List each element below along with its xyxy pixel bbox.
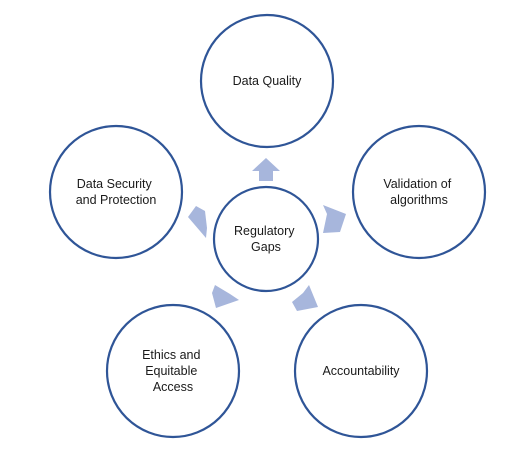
node-data-security-line-2: and Protection: [76, 193, 157, 207]
node-regulatory-gaps-label: Regulatory Gaps: [234, 224, 298, 254]
node-data-quality: Data Quality: [199, 13, 335, 149]
node-accountability-line-1: Accountability: [322, 364, 400, 378]
arrow-to-validation: [323, 205, 346, 233]
node-data-security-line-1: Data Security: [77, 177, 153, 191]
node-regulatory-gaps-line-1: Regulatory: [234, 224, 295, 238]
arrow-to-accountability: [292, 285, 318, 311]
node-data-security-and-protection: Data Security and Protection: [48, 124, 184, 260]
arrow-to-data-quality: [252, 158, 280, 181]
node-validation-label: Validation of algorithms: [383, 177, 454, 207]
node-regulatory-gaps: Regulatory Gaps: [212, 185, 320, 293]
node-validation-line-1: Validation of: [383, 177, 451, 191]
node-validation-line-2: algorithms: [390, 193, 448, 207]
node-ethics-and-equitable-access: Ethics and Equitable Access: [105, 303, 241, 439]
node-ethics-line-1: Ethics and: [142, 348, 200, 362]
node-ethics-line-3: Access: [153, 380, 193, 394]
node-ethics-line-2: Equitable: [145, 364, 197, 378]
node-accountability: Accountability: [293, 303, 429, 439]
node-data-security-label: Data Security and Protection: [76, 177, 157, 207]
node-ethics-label: Ethics and Equitable Access: [142, 348, 204, 394]
node-validation-of-algorithms: Validation of algorithms: [351, 124, 487, 260]
node-data-quality-line-1: Data Quality: [233, 74, 303, 88]
arrow-to-ethics: [212, 285, 239, 308]
node-data-quality-label: Data Quality: [233, 74, 303, 88]
node-accountability-label: Accountability: [322, 364, 400, 378]
node-regulatory-gaps-line-2: Gaps: [251, 240, 281, 254]
arrow-to-data-security: [188, 206, 207, 238]
